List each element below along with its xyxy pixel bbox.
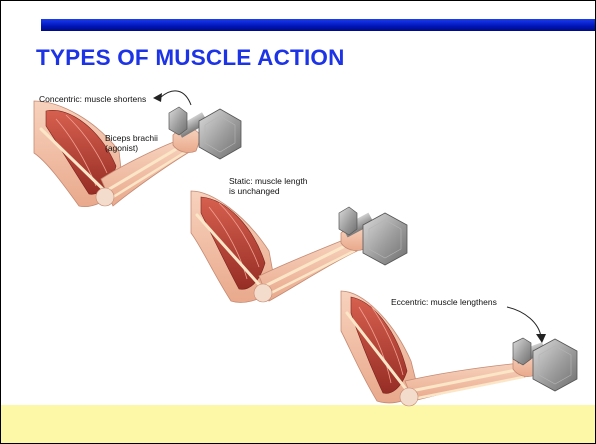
static-label-line1: Static: muscle length: [229, 176, 308, 186]
biceps-label: Biceps brachii: [105, 133, 158, 143]
dumbbell-icon: [513, 338, 577, 391]
lengthen-arrow: [507, 307, 541, 337]
static-label-line2: is unchanged: [229, 186, 280, 196]
eccentric-arm-figure: [341, 291, 539, 406]
arrow-head-icon: [536, 334, 546, 343]
arrow-head-icon: [153, 93, 162, 102]
eccentric-label: Eccentric: muscle lengthens: [391, 297, 497, 307]
shorten-arrow: [161, 91, 191, 105]
concentric-label: Concentric: muscle shortens: [39, 94, 146, 104]
dumbbell-icon: [339, 207, 407, 265]
biceps-sublabel: (agonist): [105, 143, 138, 153]
static-arm-figure: [191, 191, 369, 303]
